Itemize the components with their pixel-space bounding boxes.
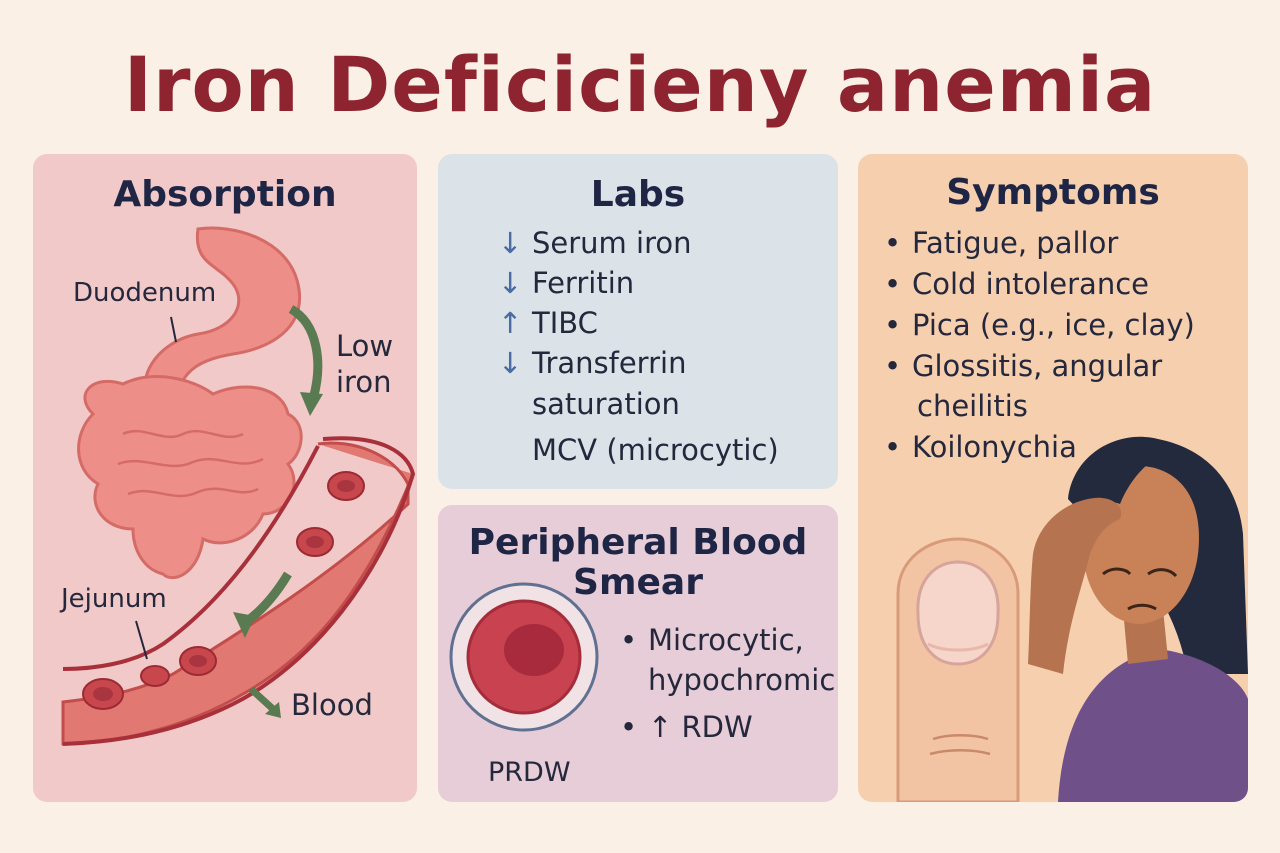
smear-heading: Peripheral Blood Smear (468, 522, 808, 603)
smear-panel: Peripheral Blood Smear •Microcytic, hypo… (438, 505, 838, 802)
lab-item: MCV (microcytic) (532, 433, 779, 467)
label-low-iron-2: iron (336, 365, 392, 399)
symptoms-heading: Symptoms (946, 172, 1160, 213)
cell-label: PRDW (488, 757, 571, 788)
symptom-item-continued: cheilitis (917, 389, 1028, 423)
labs-panel: Labs ↓Serum iron ↓Ferritin ↑TIBC ↓Transf… (438, 154, 838, 489)
label-jejunum: Jejunum (61, 584, 167, 614)
lab-item: ↑TIBC (498, 306, 598, 340)
labs-heading: Labs (590, 174, 686, 215)
label-duodenum: Duodenum (73, 278, 217, 308)
gut-illustration (61, 226, 416, 746)
smear-bullet: •↑ RDW (620, 710, 753, 744)
patient-illustration (896, 436, 1248, 802)
page-title: Iron Deficicieny anemia (123, 40, 1157, 129)
symptom-item: •Koilonychia (884, 430, 1077, 464)
absorption-heading: Absorption (113, 174, 337, 215)
label-low-iron-1: Low (336, 329, 394, 363)
absorption-panel: Absorption Duodenum Low iron Jejunum (33, 154, 417, 802)
smear-bullet: •Microcytic, (620, 623, 804, 657)
arrow-to-blood (248, 686, 276, 712)
arrow-low-iron (288, 305, 323, 401)
symptom-item: •Pica (e.g., ice, clay) (884, 308, 1195, 342)
down-arrow-icon: ↓ (498, 346, 523, 380)
lab-item: ↓Ferritin (498, 266, 635, 300)
down-arrow-icon: ↓ (498, 226, 523, 260)
label-blood: Blood (291, 688, 373, 722)
up-arrow-icon: ↑ (498, 306, 523, 340)
koilonychia-nail (916, 560, 1000, 666)
symptom-item: •Glossitis, angular (884, 349, 1163, 383)
lab-item: ↓Serum iron (498, 226, 692, 260)
lab-item: ↓Transferrin (498, 346, 687, 380)
rbc-5 (140, 665, 170, 687)
down-arrow-icon: ↓ (498, 266, 523, 300)
smear-bullet-continued: hypochromic (648, 663, 836, 697)
shirt-shape (1058, 649, 1248, 802)
intestine-shape (77, 375, 303, 580)
lab-item-continued: saturation (532, 387, 680, 421)
symptom-item: •Cold intolerance (884, 267, 1149, 301)
symptoms-panel: Symptoms •Fatigue, pallor •Cold intolera… (858, 154, 1248, 802)
symptom-item: •Fatigue, pallor (884, 226, 1119, 260)
rbc-illustration (449, 582, 599, 732)
